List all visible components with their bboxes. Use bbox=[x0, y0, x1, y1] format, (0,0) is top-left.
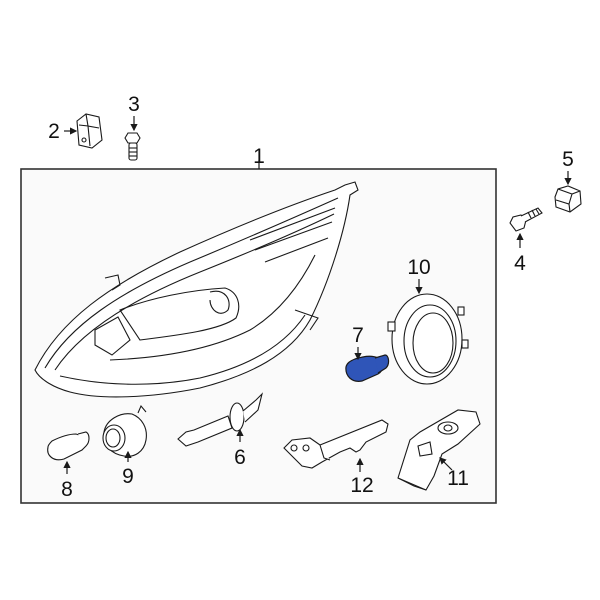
part-6-headlamp-bulb[interactable] bbox=[177, 392, 264, 447]
part-7-bulb-highlighted[interactable] bbox=[345, 354, 390, 382]
part-2-bracket[interactable] bbox=[76, 113, 103, 149]
callout-12: 12 bbox=[350, 474, 374, 497]
part-5-cap[interactable] bbox=[554, 185, 582, 213]
callout-10: 10 bbox=[407, 256, 431, 279]
part-3-bolt[interactable] bbox=[124, 132, 141, 161]
part-1-headlamp[interactable] bbox=[34, 181, 359, 398]
part-8-bulb[interactable] bbox=[47, 431, 90, 461]
part-9-socket[interactable] bbox=[102, 404, 147, 457]
part-4-bolt[interactable] bbox=[509, 207, 543, 232]
callout-5: 5 bbox=[562, 148, 574, 171]
part-11-bracket[interactable] bbox=[397, 409, 481, 491]
callout-7: 7 bbox=[352, 324, 364, 347]
callout-11: 11 bbox=[447, 467, 469, 490]
part-12-bracket[interactable] bbox=[283, 419, 389, 469]
callout-1: 1 bbox=[253, 145, 265, 168]
callout-2: 2 bbox=[48, 120, 60, 143]
callout-4: 4 bbox=[514, 252, 526, 275]
callout-6: 6 bbox=[234, 446, 246, 469]
callout-9: 9 bbox=[122, 465, 134, 488]
callout-3: 3 bbox=[128, 93, 140, 116]
callout-8: 8 bbox=[61, 478, 73, 501]
part-10-retainer-ring[interactable] bbox=[387, 293, 469, 385]
